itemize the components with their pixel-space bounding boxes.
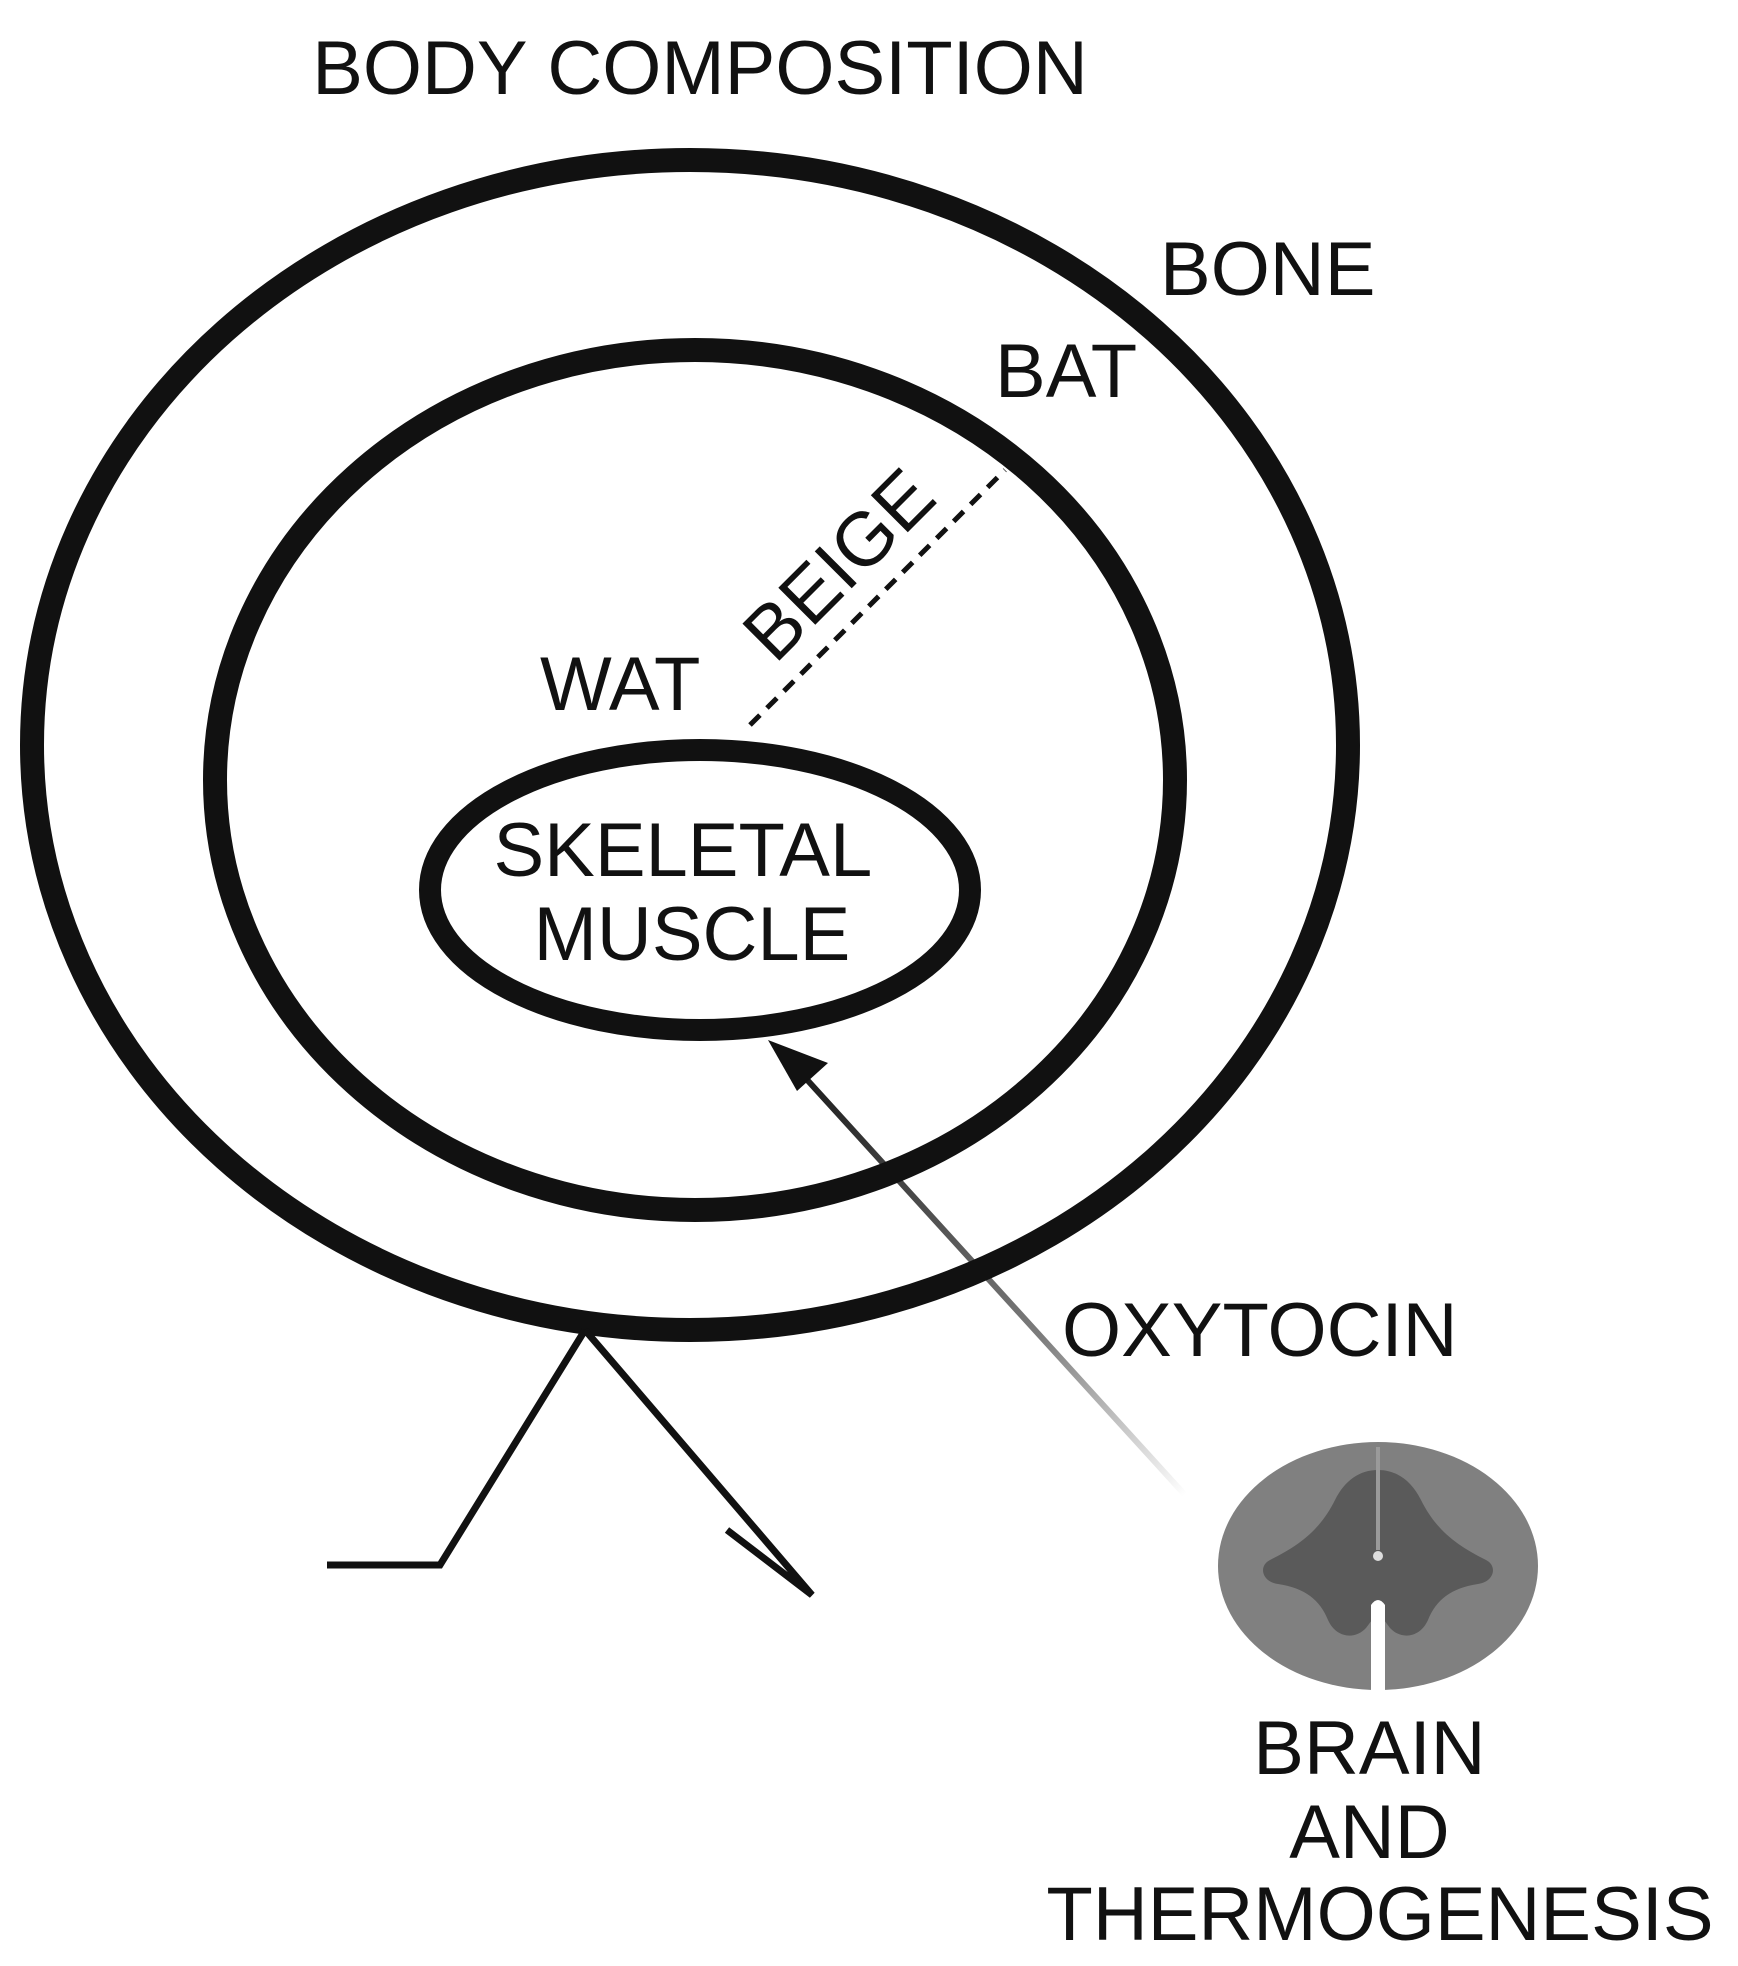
bat-ellipse <box>203 338 1187 1222</box>
bone-ellipse <box>20 148 1360 1342</box>
stick-figure-legs-icon <box>327 1327 815 1598</box>
spinal-cord-cross-section-icon <box>1218 1442 1538 1690</box>
spinal-cord-ventral-fissure <box>1371 1600 1385 1690</box>
spinal-cord-central-canal <box>1373 1551 1383 1561</box>
brain-label-line-3: THERMOGENESIS <box>1046 1872 1713 1957</box>
brain-label-line-1: BRAIN <box>1253 1706 1485 1791</box>
bat-label: BAT <box>995 329 1137 414</box>
beige-dashed-line <box>748 468 1007 727</box>
diagram-title: BODY COMPOSITION <box>312 26 1088 111</box>
beige-label: BEIGE <box>727 453 951 677</box>
skeletal-muscle-ellipse <box>419 739 981 1041</box>
brain-thermogenesis-label: BRAIN AND THERMOGENESIS <box>1046 1706 1713 1957</box>
wat-label: WAT <box>540 642 700 727</box>
oxytocin-label: OXYTOCIN <box>1062 1288 1458 1373</box>
oxytocin-arrow-shaft <box>797 1069 1188 1498</box>
skeletal-muscle-line-1: SKELETAL <box>493 808 870 893</box>
brain-label-line-2: AND <box>1289 1790 1449 1875</box>
bone-label: BONE <box>1160 227 1375 312</box>
skeletal-muscle-label: SKELETAL MUSCLE <box>493 808 890 977</box>
right-leg-line <box>582 1327 815 1598</box>
left-leg-line <box>327 1328 588 1569</box>
oxytocin-arrowhead <box>768 1040 828 1091</box>
skeletal-muscle-line-2: MUSCLE <box>534 892 851 977</box>
